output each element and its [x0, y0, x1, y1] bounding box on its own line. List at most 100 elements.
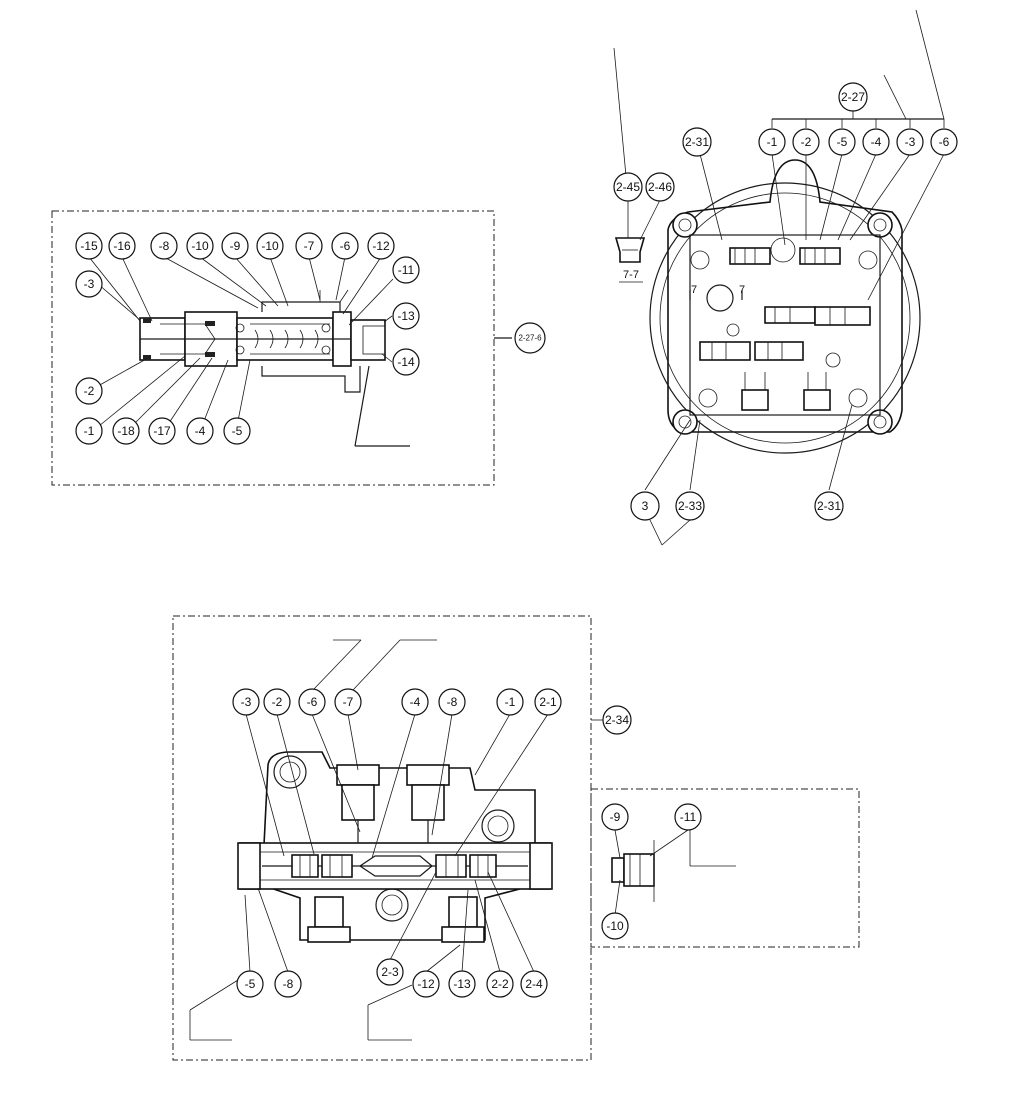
svg-text:-14: -14	[397, 355, 415, 369]
callout-2-3: 2-3	[376, 958, 404, 986]
section-mark-7-left: 7	[691, 284, 697, 296]
callout-minus-16: -16	[108, 232, 136, 260]
callout-minus-12: -12	[412, 970, 440, 998]
svg-text:-11: -11	[398, 263, 415, 277]
callout-minus-10-side: -10	[601, 912, 629, 940]
callout-minus-10: -10	[256, 232, 284, 260]
callout-minus-10: -10	[186, 232, 214, 260]
svg-text:2-3: 2-3	[381, 965, 399, 979]
svg-text:-3: -3	[905, 135, 916, 149]
callout-minus-6: -6	[331, 232, 359, 260]
callout-minus-2-b: -2	[263, 688, 291, 716]
svg-text:-9: -9	[230, 239, 241, 253]
detail-2-34-frame	[172, 615, 592, 1061]
svg-text:-7: -7	[343, 695, 354, 709]
svg-text:-3: -3	[241, 695, 252, 709]
svg-text:2-4: 2-4	[525, 977, 543, 991]
svg-text:2-46: 2-46	[648, 180, 672, 194]
svg-text:-4: -4	[871, 135, 882, 149]
svg-text:-13: -13	[397, 309, 415, 323]
svg-text:-3: -3	[84, 277, 95, 291]
callout-minus-7: -7	[295, 232, 323, 260]
svg-text:-18: -18	[117, 424, 135, 438]
svg-text:-1: -1	[767, 135, 778, 149]
callout-minus-14: -14	[392, 348, 420, 376]
callout-2-31-bottom: 2-31	[814, 491, 844, 521]
detail-2-34-leaders	[189, 713, 549, 1041]
callout-minus-8-b-top: -8	[438, 688, 466, 716]
detail-2-27-6-frame	[51, 210, 495, 486]
svg-text:-8: -8	[159, 239, 170, 253]
callout-minus-17: -17	[148, 417, 176, 445]
callout-minus-13: -13	[448, 970, 476, 998]
svg-text:2-2: 2-2	[491, 977, 509, 991]
callout-2-33: 2-33	[675, 491, 705, 521]
svg-text:-4: -4	[195, 424, 206, 438]
svg-text:2-34: 2-34	[605, 713, 629, 727]
callout-2-45: 2-45	[613, 172, 643, 202]
callout-minus-4-b: -4	[401, 688, 429, 716]
svg-text:-10: -10	[191, 239, 209, 253]
callout-minus-3-main: -3	[896, 128, 924, 156]
section-label-7-7: 7-7	[623, 269, 639, 281]
section-7-7-part: 7-7	[614, 199, 661, 283]
callout-minus-18: -18	[112, 417, 140, 445]
callout-minus-6-main: -6	[930, 128, 958, 156]
callout-minus-7-b: -7	[334, 688, 362, 716]
callout-minus-2: -2	[75, 377, 103, 405]
callout-minus-12: -12	[367, 232, 395, 260]
svg-text:-7: -7	[304, 239, 315, 253]
callout-minus-1-main: -1	[758, 128, 786, 156]
main-view-leaders	[644, 153, 945, 546]
callout-minus-1: -1	[75, 417, 103, 445]
svg-text:2-27-6: 2-27-6	[518, 334, 542, 343]
svg-text:2-31: 2-31	[685, 135, 709, 149]
svg-text:-12: -12	[417, 977, 435, 991]
callout-minus-9: -9	[601, 803, 629, 831]
callout-minus-4: -4	[186, 417, 214, 445]
detail-2-34: -3 -2 -6 -7 -4 -8 -1 2-1 -5 -8 2-3 -12 -…	[172, 615, 632, 1061]
callout-minus-2-main: -2	[792, 128, 820, 156]
svg-text:-15: -15	[80, 239, 98, 253]
callout-minus-13: -13	[392, 302, 420, 330]
callout-2-46: 2-46	[645, 172, 675, 202]
svg-text:2-27: 2-27	[841, 90, 865, 104]
callout-2-2: 2-2	[486, 970, 514, 998]
svg-text:-6: -6	[340, 239, 351, 253]
callout-minus-9: -9	[221, 232, 249, 260]
svg-text:2-31: 2-31	[817, 499, 841, 513]
callout-minus-5-b: -5	[236, 970, 264, 998]
section-mark-7-right: 7	[739, 284, 745, 296]
svg-text:-12: -12	[372, 239, 390, 253]
callout-minus-8-b-bottom: -8	[274, 970, 302, 998]
callout-minus-11: -11	[392, 256, 420, 284]
svg-text:-2: -2	[272, 695, 283, 709]
callout-minus-15: -15	[75, 232, 103, 260]
svg-text:-5: -5	[245, 977, 256, 991]
svg-text:-10: -10	[261, 239, 279, 253]
svg-text:-13: -13	[453, 977, 471, 991]
svg-text:-6: -6	[939, 135, 950, 149]
svg-text:-8: -8	[447, 695, 458, 709]
svg-text:-1: -1	[505, 695, 516, 709]
svg-text:-5: -5	[837, 135, 848, 149]
svg-text:-9: -9	[610, 810, 621, 824]
callout-3: 3	[630, 491, 660, 521]
svg-text:-11: -11	[680, 810, 697, 824]
callout-minus-5: -5	[223, 417, 251, 445]
detail-2-34-side: -9 -11 -10	[590, 788, 860, 948]
callout-minus-3: -3	[75, 270, 103, 298]
callout-2-1: 2-1	[534, 688, 562, 716]
plug-part	[611, 840, 655, 902]
svg-text:-2: -2	[84, 384, 95, 398]
svg-text:-10: -10	[606, 919, 624, 933]
svg-text:3: 3	[642, 499, 649, 513]
callout-minus-11-side: -11	[674, 803, 702, 831]
callout-2-27: 2-27	[838, 82, 868, 112]
svg-text:2-33: 2-33	[678, 499, 702, 513]
callout-minus-1-b: -1	[496, 688, 524, 716]
svg-text:-17: -17	[153, 424, 171, 438]
svg-text:-6: -6	[307, 695, 318, 709]
svg-text:-1: -1	[84, 424, 95, 438]
callout-2-31-top: 2-31	[682, 127, 712, 157]
